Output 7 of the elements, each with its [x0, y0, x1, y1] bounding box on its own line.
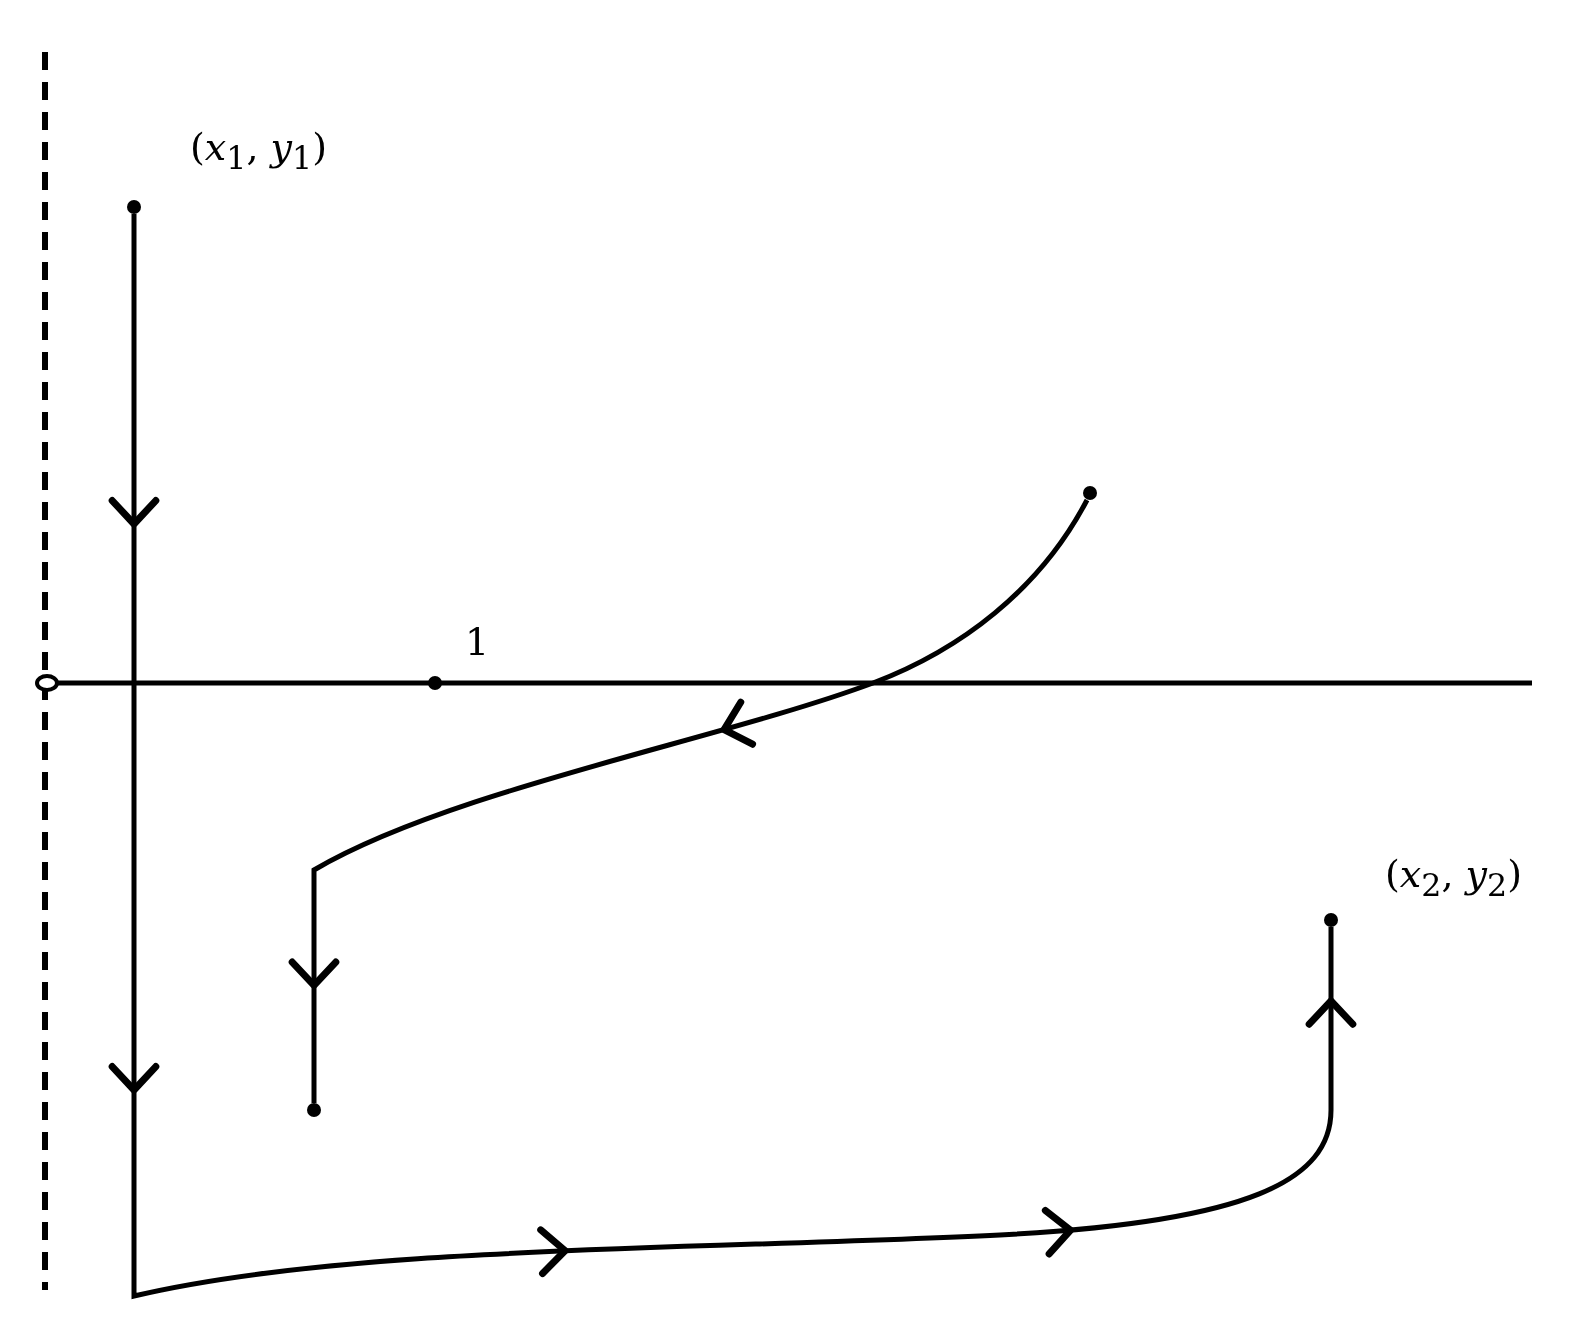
tick-label: 1: [465, 620, 490, 664]
point: [1083, 486, 1097, 500]
point: [127, 200, 141, 214]
coordinate-label: (x$_{1}$, y$_{1}$): [190, 125, 328, 176]
point: [307, 1103, 321, 1117]
point: [1324, 913, 1338, 927]
coordinate-label: (x$_{2}$, y$_{2}$): [1385, 852, 1523, 903]
